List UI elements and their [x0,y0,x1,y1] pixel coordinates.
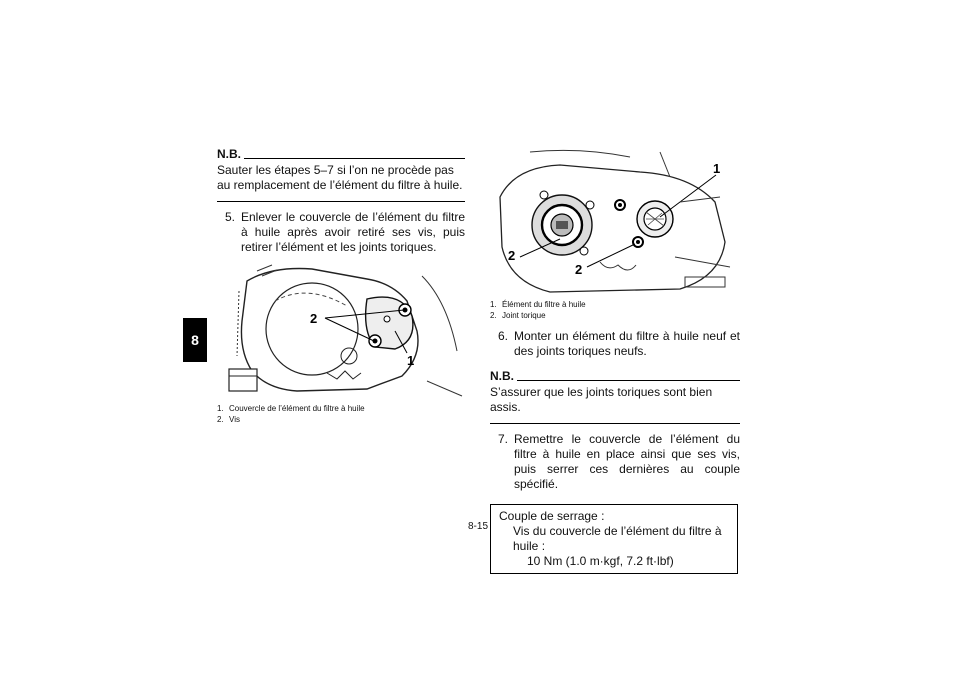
callout-1: 1 [713,161,721,176]
note-label: N.B. [217,147,241,161]
note-heading: N.B. [217,147,465,161]
caption-text: Couvercle de l’élément du filtre à huile [229,404,365,413]
step-5: 5. Enlever le couvercle de l’élément du … [217,210,465,255]
note-bottom-rule [217,201,465,202]
note-heading: N.B. [490,369,740,383]
note-text: S’assurer que les joints toriques sont b… [490,385,713,414]
step-text: Enlever le couvercle de l’élément du fil… [241,210,465,254]
step-number: 5. [225,210,236,224]
step-6: 6. Monter un élément du filtre à huile n… [490,329,740,359]
torque-title: Couple de serrage : [499,509,605,523]
note-rule [244,158,465,159]
caption-number: 1. [490,300,497,309]
note-text: Sauter les étapes 5–7 si l’on ne procède… [217,163,463,192]
step-number: 6. [498,329,509,343]
step-text: Remettre le couvercle de l’élément du fi… [514,432,740,491]
note-label: N.B. [490,369,514,383]
callout-2: 2 [575,262,583,277]
torque-spec-box: Couple de serrage : Vis du couvercle de … [490,504,738,574]
figure-caption-right: 1. Élément du filtre à huile 2. Joint to… [490,299,740,321]
torque-item: Vis du couvercle de l’élément du filtre … [513,524,722,538]
caption-item: 1. Élément du filtre à huile [490,299,740,310]
step-number: 7. [498,432,509,446]
chapter-tab: 8 [183,318,207,362]
page-number: 8-15 [468,521,489,532]
caption-text: Joint torique [502,311,546,320]
callout-1: 1 [407,353,415,368]
note-rule [517,380,740,381]
note-bottom-rule [490,423,740,424]
caption-number: 2. [490,311,497,320]
chapter-number: 8 [191,332,199,348]
caption-text: Élément du filtre à huile [502,300,586,309]
caption-item: 1. Couvercle de l’élément du filtre à hu… [217,403,465,414]
callout-2: 2 [508,248,516,263]
caption-number: 2. [217,415,224,424]
engine-illustration-right [490,147,740,295]
right-column: 1 2 2 1. Élément du filtre à huile 2. Jo… [490,147,740,574]
caption-text: Vis [229,415,240,424]
figure-oil-filter-element: 1 2 2 [490,147,740,295]
note-block: N.B. S’assurer que les joints toriques s… [490,369,740,424]
caption-number: 1. [217,404,224,413]
step-text: Monter un élément du filtre à huile neuf… [514,329,740,358]
left-column: N.B. Sauter les étapes 5–7 si l’on ne pr… [217,147,465,425]
caption-item: 2. Vis [217,414,465,425]
note-block: N.B. Sauter les étapes 5–7 si l’on ne pr… [217,147,465,202]
figure-oil-filter-cover: 2 1 [217,261,465,399]
torque-value: 10 Nm (1.0 m·kgf, 7.2 ft·lbf) [527,554,674,568]
torque-item-cont: huile : [513,539,546,553]
engine-illustration-left [217,261,465,399]
callout-2: 2 [310,311,318,326]
figure-caption-left: 1. Couvercle de l’élément du filtre à hu… [217,403,465,425]
caption-item: 2. Joint torique [490,310,740,321]
step-7: 7. Remettre le couvercle de l’élément du… [490,432,740,492]
